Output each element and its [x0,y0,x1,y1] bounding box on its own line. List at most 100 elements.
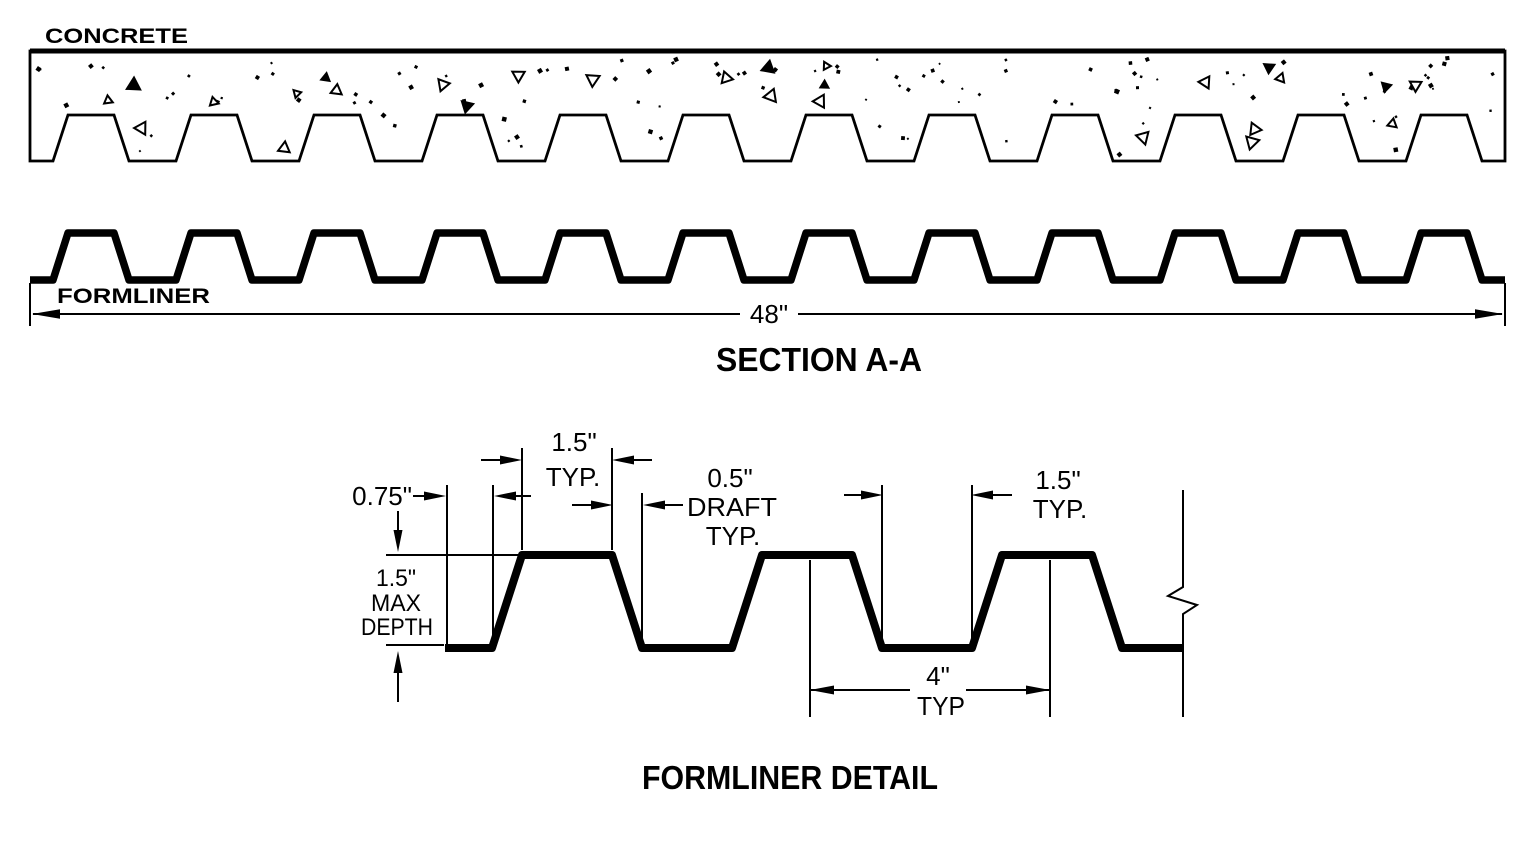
aggregate-dot [220,96,224,100]
arrowhead-left [971,490,993,500]
aggregate-dot [1225,71,1230,75]
aggregate-triangle [510,70,527,85]
aggregate-dot [1445,55,1450,61]
aggregate-triangle [584,73,602,89]
aggregate-dot [501,116,507,122]
dim-text-pitch-value: 4" [926,661,950,691]
break-line-symbol [1165,490,1200,717]
aggregate-dot [813,69,817,73]
aggregate-dot [1242,73,1246,77]
arrowhead-down [393,530,403,552]
aggregate-dot [478,82,485,89]
aggregate-dot [977,92,982,97]
aggregate-dot [1441,61,1447,67]
aggregate-dot [713,61,720,67]
aggregate-dot [940,79,945,84]
aggregate-triangle [720,69,735,85]
arrowhead-right [500,455,522,465]
aggregate-dot [834,64,840,70]
aggregate-dot [1489,109,1492,112]
aggregate-dot [35,66,42,73]
formliner-detail-title: FORMLINER DETAIL [642,759,938,796]
arrowhead-left [32,309,60,319]
aggregate-triangle [125,75,142,91]
aggregate-dot [88,63,94,70]
aggregate-dot [1070,102,1074,106]
aggregate-dot [519,144,523,148]
aggregate-dot [522,99,527,104]
aggregate-dot [1148,106,1152,110]
dim-text-pitch-typ: TYP [917,691,965,721]
aggregate-dot [1139,75,1143,79]
aggregate-dot [900,136,906,141]
aggregate-triangle [460,100,476,115]
aggregate-dot [1141,121,1145,125]
aggregate-dot [1431,87,1435,91]
aggregate-triangle [810,92,826,110]
aggregate-dot [444,74,448,78]
arrowhead-left [643,500,665,510]
aggregate-dot [1131,70,1138,77]
aggregate-dot [1135,86,1140,90]
aggregate-triangle [1262,62,1277,76]
aggregate-dot [938,62,941,66]
aggregate-dot [930,68,935,73]
aggregate-triangle [328,82,344,96]
aggregate-triangle [292,88,304,100]
aggregate-triangle [102,93,115,105]
aggregate-dot [612,76,619,82]
aggregate-dot [905,87,911,93]
dim-overall-width: 48" [29,283,1506,329]
aggregate-dot [1128,61,1133,65]
aggregate-triangle [1380,81,1394,94]
aggregate-dot [1341,93,1345,96]
aggregate-dot [670,60,675,66]
aggregate-dot [1088,67,1093,72]
arrowhead-up [393,651,403,673]
aggregate-triangle [1408,80,1424,94]
aggregate-dot [1003,68,1009,74]
dim-text-edge-offset: 0.75" [352,481,412,511]
aggregate-dot [545,68,550,73]
aggregate-dot [957,100,960,104]
aggregate-triangle [1244,135,1262,152]
aggregate-dot [413,64,419,70]
aggregate-dot [736,72,741,77]
aggregate-dot [1144,56,1150,63]
aggregate-dot [921,73,926,78]
aggregate-dot [1368,71,1374,77]
aggregate-dot [537,67,544,74]
dim-text-depth-depth: DEPTH [361,614,433,641]
aggregate-dot [514,134,520,141]
aggregate-triangle [276,139,292,154]
aggregate-dot [353,91,359,97]
concrete-slab-outline [28,49,1507,163]
aggregate-dot [1005,139,1008,143]
aggregate-dot [658,135,664,141]
dim-text-valley-value: 1.5" [1035,465,1080,495]
aggregate-dot [1113,88,1121,95]
dim-text-valley-typ: TYP. [1033,494,1087,524]
dim-rib-top-width: 1.5" TYP. [481,427,652,550]
aggregate-dot [877,124,882,129]
aggregate-dot [1363,96,1368,100]
aggregate-triangle [822,60,833,72]
aggregate-dot [170,91,176,96]
aggregate-dot [1343,101,1350,107]
arrowhead-right [424,491,446,501]
aggregate-dot [392,123,397,128]
arrowhead-left [494,491,516,501]
aggregate-dot [138,149,142,153]
formliner-label: FORMLINER [57,285,210,308]
aggregate-dot [1004,58,1008,62]
arrowhead-left [810,685,834,695]
dim-text-depth-max: MAX [371,590,421,617]
dim-text-top-width-value: 1.5" [551,427,596,457]
aggregate-triangle [1134,130,1150,147]
section-aa-figure: CONCRETE FORMLINER 48" SECTION A-A [28,25,1507,378]
detail-profile [445,551,1183,652]
dim-text-draft-value: 0.5" [707,463,752,493]
aggregate-dot [1426,75,1431,80]
aggregate-dot [1423,73,1428,78]
